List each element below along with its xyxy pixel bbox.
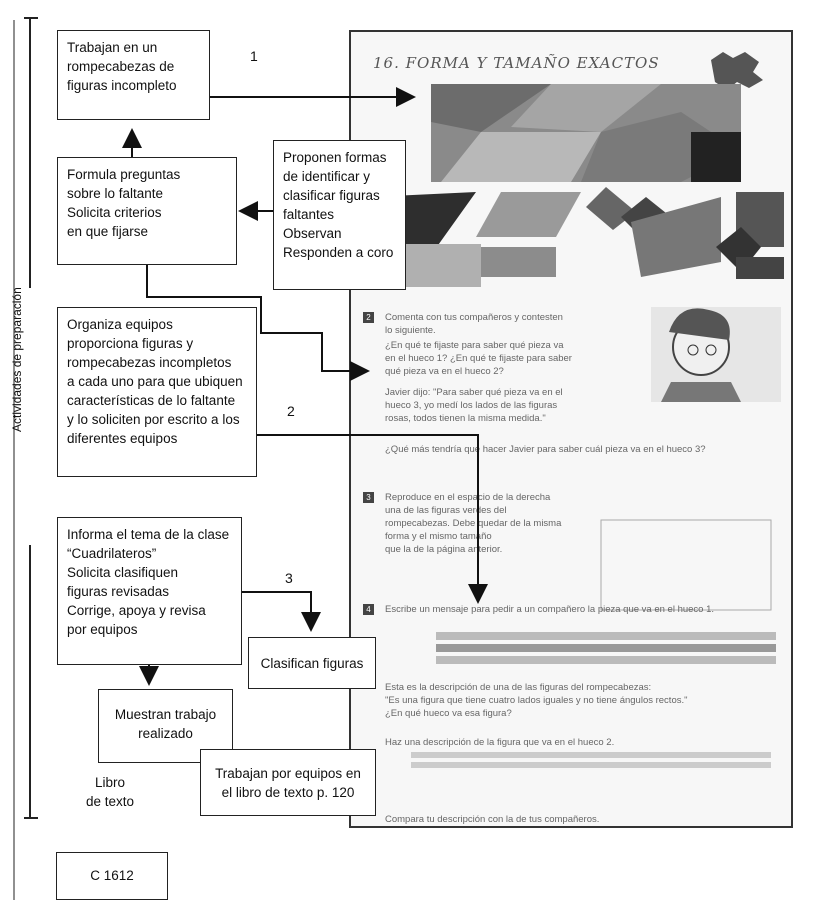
- textbook-line: "Es una figura que tiene cuatro lados ig…: [385, 695, 688, 706]
- textbook-line: lo siguiente.: [385, 325, 436, 336]
- box-line: rompecabezas de: [67, 59, 175, 74]
- textbook-line: Escribe un mensaje para pedir a un compa…: [385, 604, 715, 615]
- box-line: a cada uno para que ubiquen: [67, 374, 243, 389]
- box-line: diferentes equipos: [67, 431, 178, 446]
- box-trabajan-rompecabezas: Trabajan en un rompecabezas de figuras i…: [57, 30, 210, 120]
- textbook-line: Comenta con tus compañeros y contesten: [385, 312, 563, 323]
- textbook-line: Javier dijo: "Para saber qué pieza va en…: [385, 387, 563, 398]
- textbook-line: ¿Qué más tendría que hacer Javier para s…: [385, 444, 706, 455]
- box-line: Trabajan por equipos en: [215, 766, 361, 781]
- box-formula-preguntas: Formula preguntas sobre lo faltante Soli…: [57, 157, 237, 265]
- box-line: proporciona figuras y: [67, 336, 194, 351]
- box-line: rompecabezas incompletos: [67, 355, 232, 370]
- box-line: de identificar y: [283, 169, 371, 184]
- box-informa-tema: Informa el tema de la clase “Cuadrilater…: [57, 517, 242, 665]
- box-line: el libro de texto p. 120: [221, 785, 355, 800]
- box-line: realizado: [138, 726, 193, 741]
- box-line: Formula preguntas: [67, 167, 181, 182]
- textbook-page: 16. FORMA Y TAMAÑO EXACTOS: [349, 30, 793, 828]
- step-number: 3: [285, 570, 293, 586]
- box-line: Clasifican figuras: [260, 656, 364, 671]
- box-code: C 1612: [56, 852, 168, 900]
- textbook-line: Reproduce en el espacio de la derecha: [385, 492, 551, 503]
- textbook-line: ¿En qué te fijaste para saber qué pieza …: [385, 340, 564, 351]
- box-line: características de lo faltante: [67, 393, 236, 408]
- box-line: Observan: [283, 226, 342, 241]
- section-number: 4: [363, 604, 374, 615]
- box-line: Solicita clasifiquen: [67, 565, 179, 580]
- box-line: faltantes: [283, 207, 335, 222]
- side-label: Actividades de preparación: [10, 287, 24, 432]
- box-line: por equipos: [67, 622, 138, 637]
- box-line: sobre lo faltante: [67, 186, 164, 201]
- box-line: Proponen formas: [283, 150, 387, 165]
- textbook-line: Compara tu descripción con la de tus com…: [385, 814, 600, 825]
- textbook-line: Haz una descripción de la figura que va …: [385, 737, 615, 748]
- box-line: Organiza equipos: [67, 317, 173, 332]
- textbook-line: ¿En qué hueco va esa figura?: [385, 708, 512, 719]
- box-line: “Cuadrilateros”: [67, 546, 157, 561]
- box-line: figuras revisadas: [67, 584, 170, 599]
- box-line: Informa el tema de la clase: [67, 527, 230, 542]
- box-line: Muestran trabajo: [114, 707, 217, 722]
- box-organiza-equipos: Organiza equipos proporciona figuras y r…: [57, 307, 257, 477]
- section-number: 3: [363, 492, 374, 503]
- step-number: 2: [287, 403, 295, 419]
- box-clasifican-figuras: Clasifican figuras: [248, 637, 376, 689]
- puzzle-illustration: [351, 52, 784, 768]
- textbook-line: una de las figuras verdes del: [385, 505, 507, 516]
- textbook-line: Esta es la descripción de una de las fig…: [385, 682, 652, 693]
- textbook-line: hueco 3, yo medí los lados de las figura…: [385, 400, 558, 411]
- textbook-line: en el hueco 1? ¿En qué te fijaste para s…: [385, 353, 572, 364]
- box-trabajan-libro: Trabajan por equipos en el libro de text…: [200, 749, 376, 816]
- libro-line: de texto: [85, 794, 135, 809]
- textbook-heading: 16. FORMA Y TAMAÑO EXACTOS: [373, 54, 660, 72]
- textbook-line: qué pieza va en el hueco 2?: [385, 366, 504, 377]
- box-line: clasificar figuras: [283, 188, 380, 203]
- box-line: figuras incompleto: [67, 78, 177, 93]
- box-line: Solicita criterios: [67, 205, 162, 220]
- textbook-line: forma y el mismo tamaño: [385, 531, 492, 542]
- box-line: Responden a coro: [283, 245, 394, 260]
- textbook-line: rompecabezas. Debe quedar de la misma: [385, 518, 562, 529]
- box-line: Corrige, apoya y revisa: [67, 603, 206, 618]
- box-line: en que fijarse: [67, 224, 149, 239]
- textbook-line: que la de la página anterior.: [385, 544, 503, 555]
- box-proponen-formas: Proponen formas de identificar y clasifi…: [273, 140, 406, 290]
- section-number: 2: [363, 312, 374, 323]
- box-line: C 1612: [90, 868, 134, 883]
- box-line: y lo soliciten por escrito a los: [67, 412, 240, 427]
- textbook-line: rosas, todos tienen la misma medida.": [385, 413, 546, 424]
- box-line: Trabajan en un: [67, 40, 158, 55]
- step-number: 1: [250, 48, 258, 64]
- libro-line: Libro: [94, 775, 126, 790]
- libro-label: Libro de texto: [70, 773, 150, 811]
